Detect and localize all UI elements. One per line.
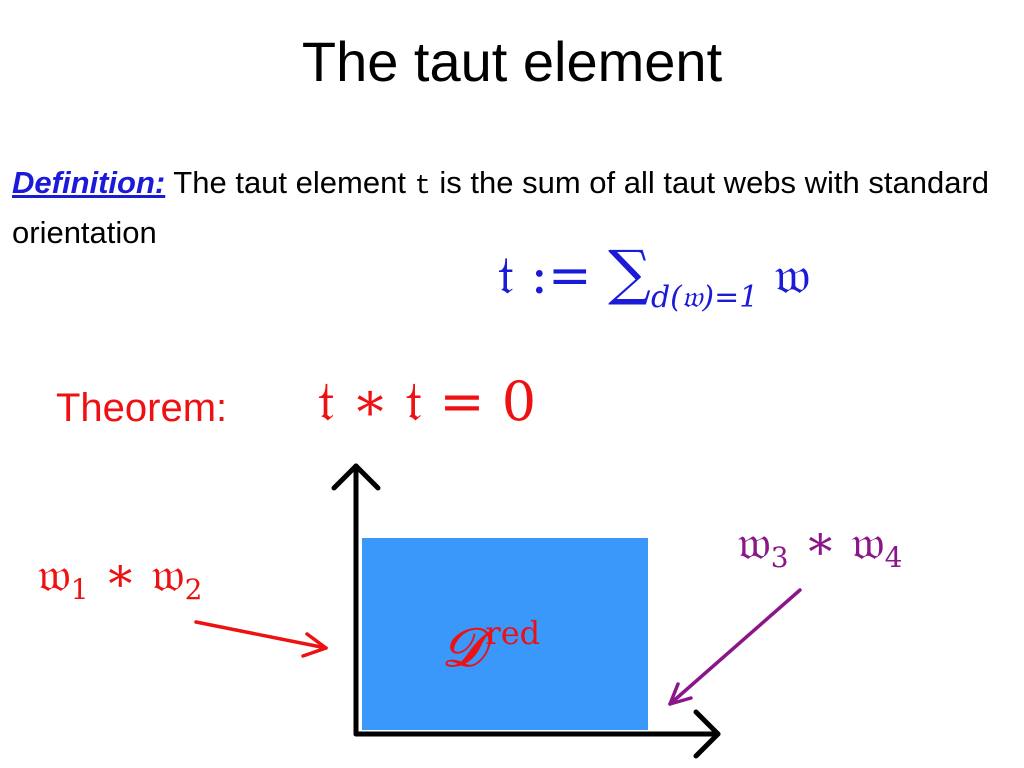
w3-subscript: 3: [770, 541, 789, 574]
y-axis: [331, 463, 381, 737]
definition-block: Definition: The taut element t is the su…: [12, 160, 1002, 256]
w4-symbol: 𝔴: [851, 515, 885, 571]
w2-symbol: 𝔴: [151, 547, 185, 603]
w4-subscript: 4: [884, 541, 903, 574]
w1-subscript: 1: [70, 573, 89, 606]
right-arrow: [668, 588, 802, 706]
x-axis: [353, 709, 721, 759]
theorem-label: Theorem:: [56, 386, 228, 430]
left-arrow: [194, 620, 328, 658]
w2-subscript: 2: [184, 573, 203, 606]
region-label: 𝓓red: [442, 598, 540, 683]
w1-symbol: 𝔴: [38, 547, 71, 603]
slide-title: The taut element: [301, 30, 723, 93]
w3-symbol: 𝔴: [738, 515, 771, 571]
definition-text-after: is the sum of all taut webs with standar…: [12, 165, 990, 250]
sum-summand: 𝔴: [774, 246, 811, 306]
star-operator: ∗: [103, 547, 137, 603]
definition-symbol: t: [414, 172, 431, 202]
star-operator: ∗: [803, 515, 837, 571]
sigma-symbol: ∑: [608, 238, 651, 308]
region-superscript: red: [485, 614, 541, 652]
sum-formula-lhs: 𝔱 :=: [498, 246, 592, 306]
red-region: [362, 538, 648, 730]
left-product-label: 𝔴1 ∗ 𝔴2: [38, 540, 202, 625]
definition-label: Definition:: [12, 165, 166, 200]
sum-subscript: d(𝔴)=1: [650, 280, 759, 315]
right-product-label: 𝔴3 ∗ 𝔴4: [738, 508, 902, 593]
definition-text-before: The taut element: [165, 165, 415, 200]
region-symbol: 𝓓: [442, 616, 484, 679]
sum-formula: 𝔱 := ∑d(𝔴)=1 𝔴: [498, 238, 810, 333]
theorem-formula: 𝔱 ∗ 𝔱 = 0: [318, 370, 537, 433]
